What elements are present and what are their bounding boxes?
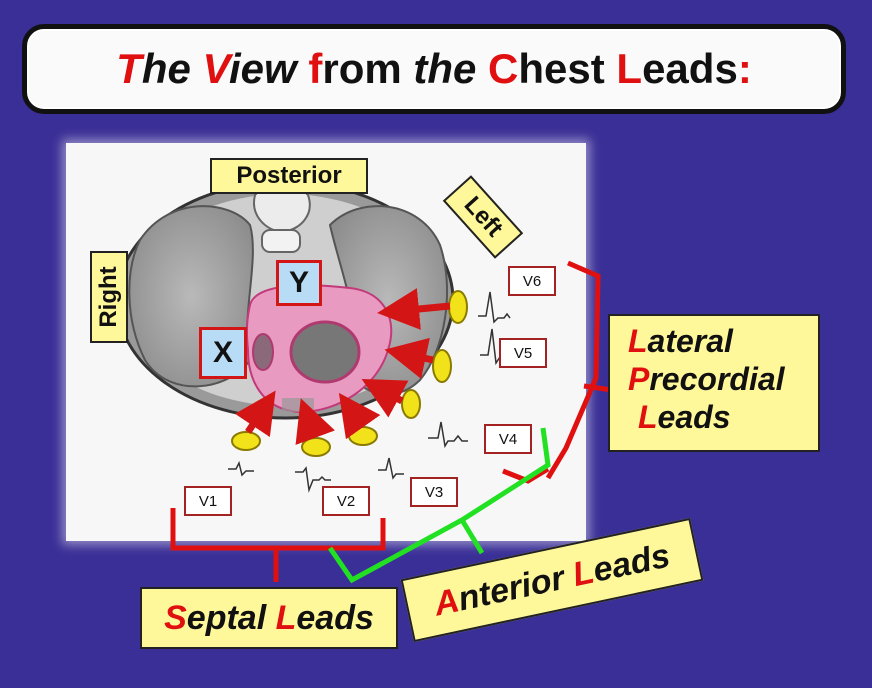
view-arrows [234, 288, 451, 445]
septal-initial: S [164, 598, 187, 637]
title-segment: he [141, 45, 203, 92]
title-segment: : [737, 45, 752, 92]
anterior-rest: eads [589, 535, 674, 590]
lead-v5: V5 [499, 338, 547, 368]
lateral-precordial-leads-label: Lateral Precordial Leads [608, 314, 820, 452]
lead-v6: V6 [508, 266, 556, 296]
title-segment: V [202, 45, 229, 92]
lateral-line-3-rest: eads [657, 399, 731, 435]
right-label: Right [90, 251, 128, 343]
page-title: The View from the Chest Leads: [116, 45, 752, 93]
lead-v4: V4 [484, 424, 532, 454]
lead-v1-text: V1 [198, 492, 218, 510]
lead-v3: V3 [410, 477, 458, 507]
marker-y: Y [276, 260, 322, 306]
lateral-line-1: Lateral [628, 322, 818, 360]
marker-y-text: Y [288, 266, 309, 299]
title-banner: The View from the Chest Leads: [22, 24, 846, 114]
posterior-label-text: Posterior [236, 162, 342, 189]
left-ventricle [289, 320, 361, 384]
lead-v2: V2 [322, 486, 370, 516]
lateral-line-2: Precordial [628, 360, 818, 398]
lateral-line-1-initial: L [628, 323, 648, 359]
right-ventricle [252, 333, 274, 371]
title-segment: rom [322, 45, 414, 92]
septal-leads-initial: L [275, 598, 297, 637]
lead-v2-text: V2 [336, 492, 356, 510]
lead-v1: V1 [184, 486, 232, 516]
lead-v4-text: V4 [498, 430, 518, 448]
title-segment: L [616, 45, 643, 92]
septal-mid: eptal [186, 598, 276, 637]
title-segment: eads [642, 45, 738, 92]
lateral-line-1-rest: ateral [647, 323, 733, 359]
lead-v5-text: V5 [513, 344, 533, 362]
posterior-label: Posterior [210, 158, 368, 194]
lateral-bracket [545, 260, 601, 480]
lead-v6-text: V6 [522, 272, 542, 290]
lead-v3-text: V3 [424, 483, 444, 501]
right-label-text: Right [95, 266, 122, 328]
lateral-line-3-initial: L [638, 399, 658, 435]
title-segment: C [488, 45, 519, 92]
title-segment: the [413, 45, 489, 92]
lateral-line-3: Leads [628, 398, 818, 436]
lateral-line-2-initial: P [628, 361, 650, 397]
anterior-mid: nterior [454, 556, 578, 618]
lateral-line-2-rest: recordial [649, 361, 785, 397]
title-segment: T [116, 45, 142, 92]
title-segment: iew [228, 45, 309, 92]
title-segment: hest [518, 45, 617, 92]
title-segment: f [308, 45, 323, 92]
marker-x: X [199, 327, 247, 379]
marker-x-text: X [212, 336, 233, 369]
septal-rest: eads [296, 598, 374, 637]
